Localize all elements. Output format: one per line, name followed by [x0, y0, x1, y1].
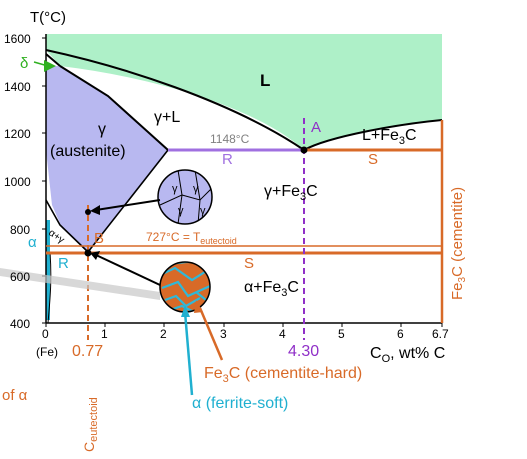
x-tick-3: 3 [220, 327, 227, 341]
liquid-region [46, 34, 442, 150]
liquid-fe3c-label: L+Fe3C [362, 127, 417, 147]
lever-r-lower: R [58, 255, 69, 272]
left-fragment-label: of α [2, 387, 28, 404]
y-axis-title: T(°C) [30, 9, 66, 26]
a3-line [45, 199, 89, 253]
grain-label-4: γ [200, 205, 206, 217]
liquid-label: L [260, 71, 270, 90]
cementite-side-label: Fe3C (cementite) [449, 187, 468, 300]
arrows [33, 60, 224, 396]
gamma-fe3c-label: γ+Fe3C [264, 183, 318, 203]
x-tick-5: 5 [338, 327, 345, 341]
gray-stripe [0, 268, 160, 300]
eutectic-point [300, 146, 308, 154]
grain-label-2: γ [193, 183, 199, 195]
x-tick-1: 1 [101, 327, 108, 341]
eutectoid-point [84, 249, 92, 257]
x-origin-note: (Fe) [36, 345, 58, 359]
x-tick-2: 2 [160, 327, 167, 341]
lever-s-upper: S [368, 151, 378, 168]
y-tick-1200: 1200 [4, 127, 31, 141]
c-eutectoid-label: Ceutectoid [81, 397, 100, 452]
y-tick-600: 600 [10, 270, 30, 284]
alpha-label: α [28, 234, 37, 251]
point-b-label: B [94, 230, 104, 247]
gamma-symbol: γ [98, 121, 106, 138]
grain-label-3: γ [178, 205, 184, 217]
gamma-liquid-label: γ+L [154, 109, 180, 126]
ferrite-soft-label: α (ferrite-soft) [192, 395, 288, 412]
x-tick-0: 0 [42, 327, 49, 341]
alpha-fe3c-label: α+Fe3C [244, 279, 299, 299]
delta-label: δ [20, 55, 28, 72]
eutectoid-comp-label: 0.77 [72, 343, 103, 360]
x-tick-6: 6 [397, 327, 404, 341]
x-tick-4: 4 [279, 327, 286, 341]
eutectic-comp-label: 4.30 [288, 343, 319, 360]
ferrite-band [46, 220, 50, 320]
grain-label-1: γ [172, 183, 178, 195]
pearlite-inset [159, 261, 211, 313]
point-a-label: A [311, 119, 321, 136]
x-axis-title: CO, wt% C [370, 345, 445, 365]
x-tick-6-7: 6.7 [432, 327, 449, 341]
y-tick-1000: 1000 [4, 175, 31, 189]
austenite-point [85, 209, 91, 215]
acm-line [87, 149, 169, 253]
lever-s-lower: S [244, 255, 254, 272]
eutectic-temp-label: 1148°C [210, 132, 250, 146]
y-tick-800: 800 [10, 223, 30, 237]
liquidus-right [303, 119, 443, 151]
cementite-hard-label: Fe3C (cementite-hard) [204, 365, 362, 385]
solidus [59, 65, 169, 151]
delta-boundary [45, 53, 61, 67]
eutectoid-temp-label: 727°C = Teutectoid [146, 230, 237, 246]
y-tick-400: 400 [10, 317, 30, 331]
austenite-label: (austenite) [50, 143, 126, 160]
austenite-grain-inset: γ γ γ γ [157, 169, 213, 225]
y-tick-1600: 1600 [4, 32, 31, 46]
austenite-region [46, 66, 168, 252]
y-tick-1400: 1400 [4, 80, 31, 94]
x-tick-marks [45, 323, 443, 327]
lever-r-upper: R [222, 151, 233, 168]
liquidus-left [45, 49, 305, 151]
